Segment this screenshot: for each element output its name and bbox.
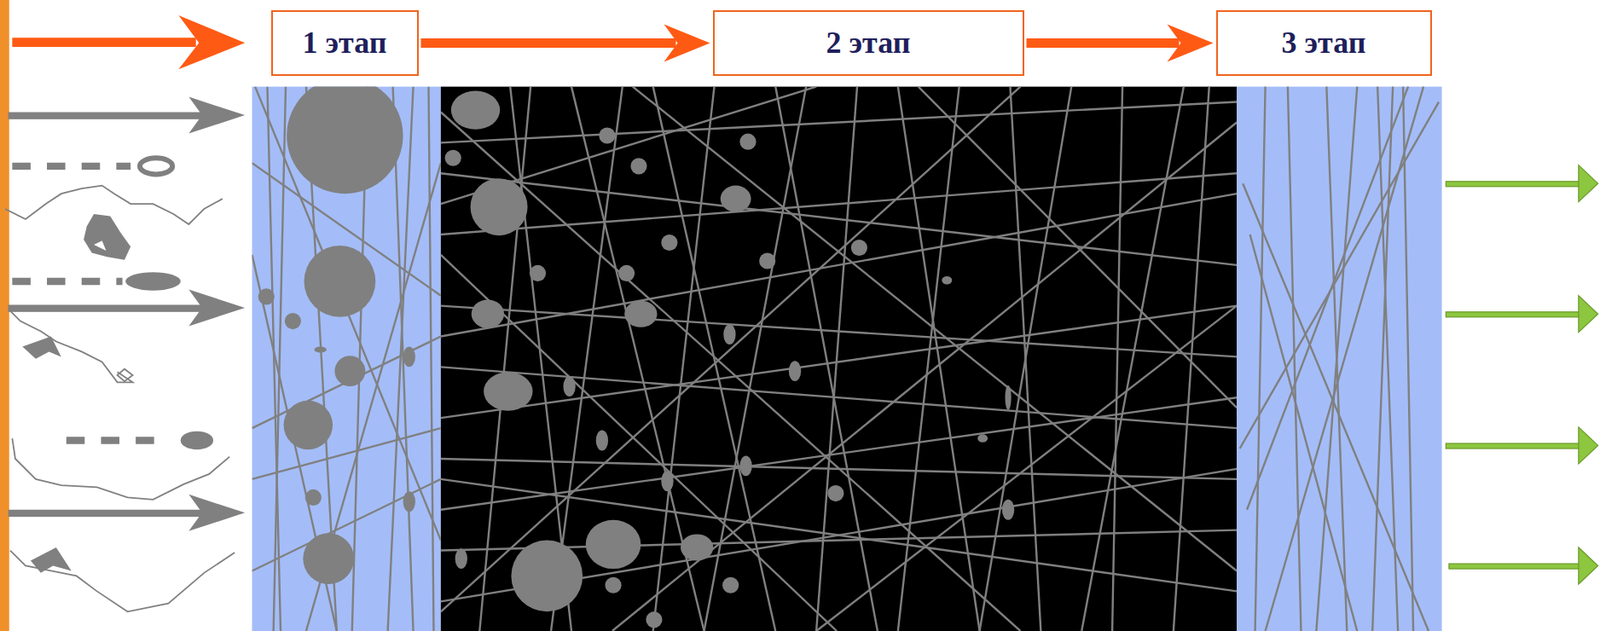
stage-box: 1 этап (271, 10, 419, 76)
flow-arrow (421, 24, 711, 63)
stage-box: 3 этап (1216, 10, 1432, 76)
flow-arrow (1026, 24, 1214, 63)
stage-label: 1 этап (302, 26, 388, 61)
stage-box: 2 этап (713, 10, 1025, 76)
stage-label: 2 этап (826, 26, 911, 61)
stage-label: 3 этап (1281, 26, 1367, 61)
